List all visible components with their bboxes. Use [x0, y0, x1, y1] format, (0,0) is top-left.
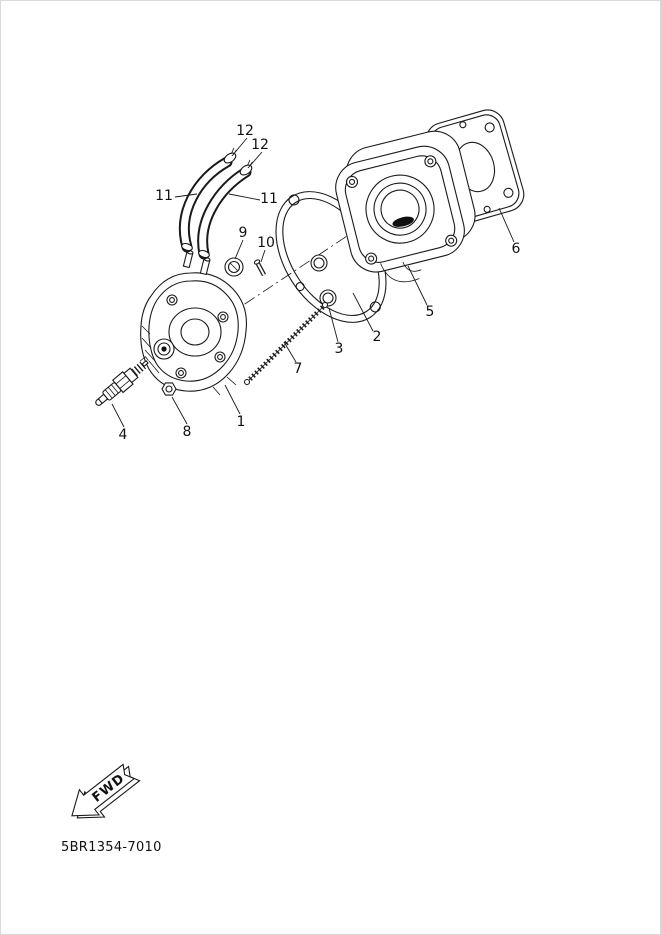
leader-lines: [111, 137, 515, 428]
pin-drawing: [253, 259, 266, 277]
drawing-code: 5BR1354-7010: [61, 840, 162, 855]
part-label-12-a: 12: [236, 123, 254, 139]
part-label-1: 1: [236, 414, 246, 430]
part-label-4: 4: [118, 427, 128, 443]
part-label-12-b: 12: [251, 137, 269, 153]
part-label-3: 3: [334, 341, 344, 357]
part-label-2: 2: [372, 329, 382, 345]
part-label-11-b: 11: [260, 191, 278, 207]
hose-clamp-drawing: [223, 147, 253, 176]
part-label-7: 7: [293, 361, 303, 377]
part-label-8: 8: [182, 424, 192, 440]
nut-drawing: [161, 382, 177, 396]
cylinder-head-drawing: [140, 249, 248, 396]
part-label-10: 10: [257, 235, 275, 251]
fwd-arrow: FWD: [71, 763, 141, 819]
part-label-5: 5: [425, 304, 435, 320]
hose-drawing: [178, 156, 252, 260]
part-label-11-a: 11: [155, 188, 173, 204]
cylinder-drawing: [335, 130, 476, 283]
stud-bolt-drawing: [243, 301, 329, 386]
part-label-9: 9: [238, 225, 248, 241]
cap-drawing: [224, 257, 244, 277]
spark-plug-drawing: [95, 356, 149, 406]
o-ring-drawing: [310, 254, 337, 307]
part-label-6: 6: [511, 241, 521, 257]
